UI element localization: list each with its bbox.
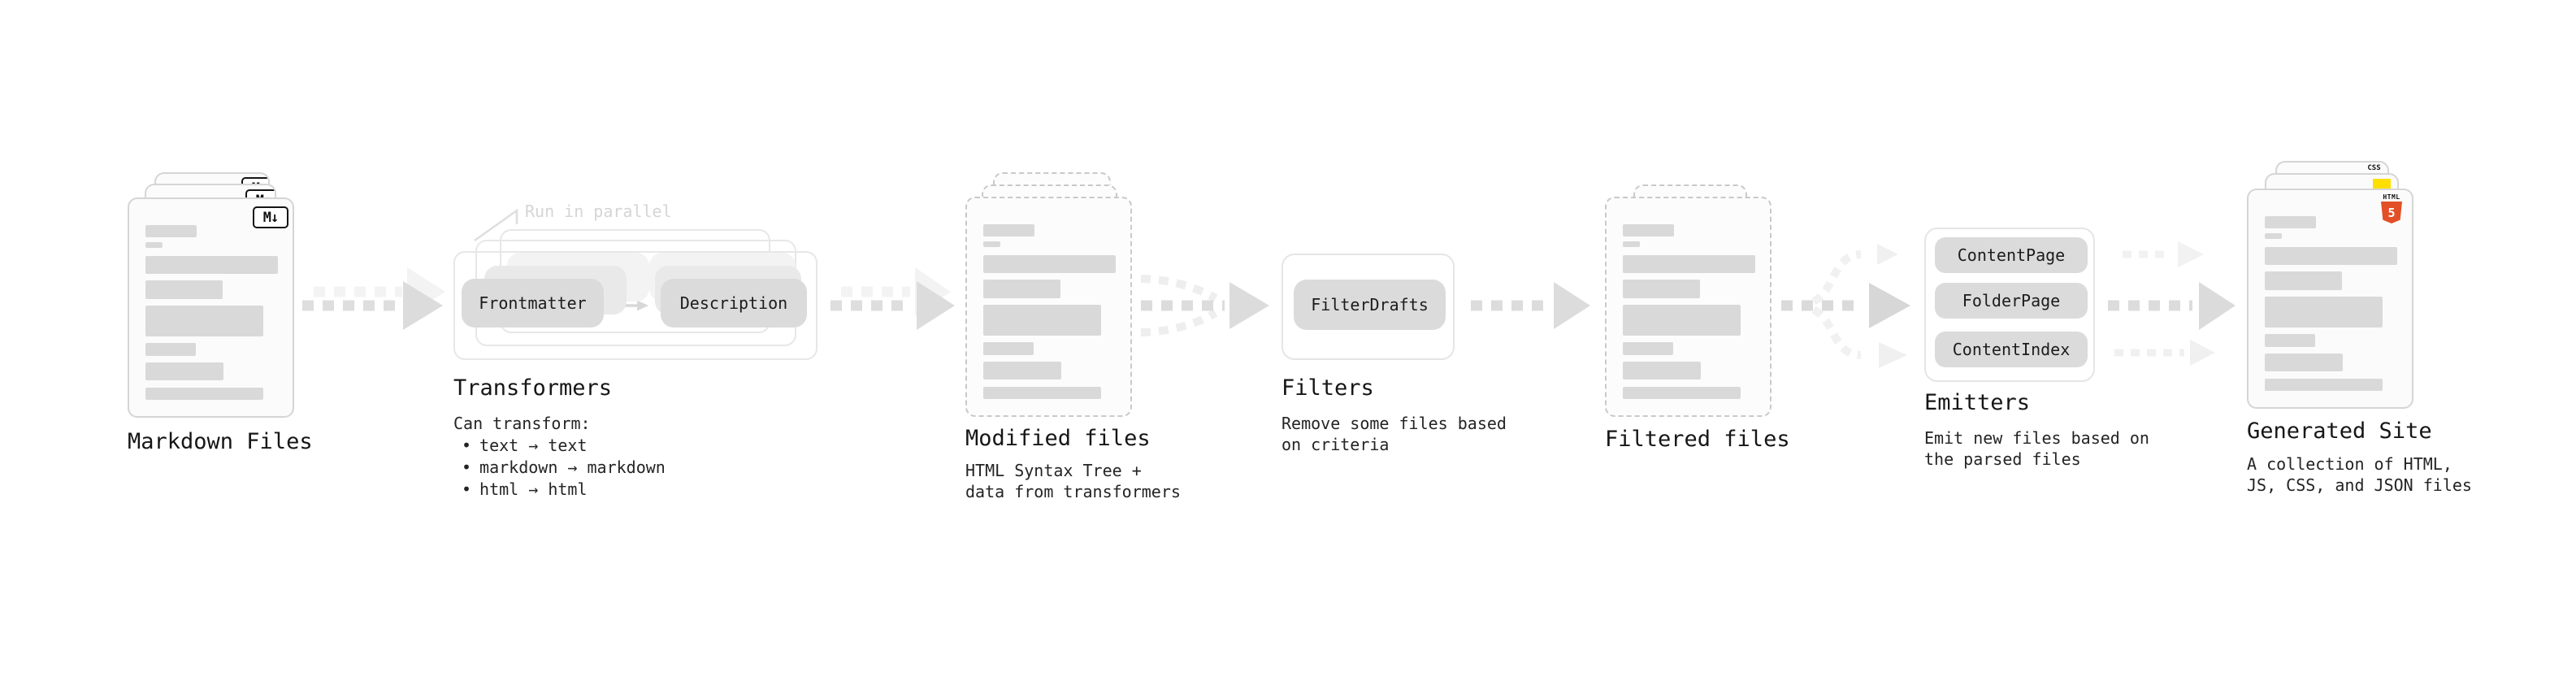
text-placeholder-bar (2265, 216, 2316, 228)
modified-files-description: HTML Syntax Tree + data from transformer… (965, 461, 1181, 501)
node-content-index: ContentIndex (1935, 332, 2088, 367)
node-filter-drafts: FilterDrafts (1294, 280, 1446, 330)
text-placeholder-bar (1623, 280, 1700, 298)
emitters-box: ContentPage FolderPage ContentIndex (1924, 228, 2095, 382)
text-placeholder-bar (983, 280, 1060, 298)
text-placeholder-bar (1623, 342, 1673, 355)
text-placeholder-bar (145, 306, 263, 336)
markdown-file-front: M↓ (128, 197, 294, 418)
text-placeholder-bar (2265, 233, 2282, 239)
transformers-layer-box-front (453, 251, 817, 360)
site-file-html: HTML 5 (2247, 189, 2413, 409)
text-placeholder-bar (1623, 224, 1674, 236)
transformers-desc-item: •markdown → markdown (462, 458, 666, 477)
text-placeholder-bar (2265, 334, 2315, 347)
text-placeholder-bar (983, 342, 1034, 355)
bullet-glyph: • (462, 436, 472, 455)
node-description: Description (661, 279, 807, 327)
transformers-title: Transformers (453, 375, 613, 401)
text-placeholder-bar (1623, 305, 1741, 336)
text-placeholder-bar (145, 343, 196, 356)
text-placeholder-bar (1623, 362, 1701, 380)
modified-file-front (965, 197, 1132, 417)
text-placeholder-bar (983, 387, 1101, 399)
html5-icon: HTML 5 (2381, 193, 2402, 223)
text-placeholder-bar (1623, 387, 1741, 399)
text-placeholder-bar (145, 362, 223, 380)
bullet-glyph: • (462, 479, 472, 499)
text-placeholder-bar (1623, 255, 1755, 273)
transformers-description: Can transform: •text → text •markdown → … (453, 413, 666, 501)
node-content-page: ContentPage (1935, 237, 2088, 273)
text-placeholder-bar (2265, 297, 2383, 327)
filters-box: FilterDrafts (1281, 254, 1455, 360)
transformers-desc-heading: Can transform: (453, 414, 591, 433)
text-placeholder-bar (983, 241, 1000, 247)
javascript-icon (2373, 179, 2391, 189)
text-placeholder-bar (2265, 379, 2383, 391)
text-placeholder-bar (145, 280, 223, 299)
transformers-desc-item: •html → html (462, 479, 588, 499)
markdown-files-title: Markdown Files (128, 429, 313, 454)
node-folder-page: FolderPage (1935, 283, 2088, 319)
emitters-description: Emit new files based on the parsed files (1924, 428, 2149, 469)
text-placeholder-bar (145, 225, 197, 237)
run-in-parallel-note: Run in parallel (525, 202, 672, 221)
bullet-glyph: • (462, 458, 472, 477)
text-placeholder-bar (145, 388, 263, 400)
text-placeholder-bar (1623, 241, 1640, 247)
emitters-title: Emitters (1924, 390, 2031, 415)
text-placeholder-bar (2265, 354, 2343, 371)
filtered-file-front (1605, 197, 1772, 417)
generated-site-description: A collection of HTML, JS, CSS, and JSON … (2247, 454, 2472, 495)
modified-files-title: Modified files (965, 426, 1151, 451)
text-placeholder-bar (983, 224, 1034, 236)
markdown-icon: M↓ (253, 206, 288, 228)
filters-description: Remove some files based on criteria (1281, 414, 1507, 454)
transformers-desc-item: •text → text (462, 436, 588, 455)
filters-title: Filters (1281, 375, 1374, 401)
arrow-transformers-to-modified (830, 267, 955, 330)
arrow-markdown-to-transformers (302, 267, 445, 330)
text-placeholder-bar (2265, 271, 2342, 290)
node-frontmatter: Frontmatter (462, 279, 604, 327)
arrow-filtered-to-emitters-branch (1781, 244, 1910, 368)
text-placeholder-bar (983, 362, 1061, 380)
text-placeholder-bar (983, 305, 1101, 336)
arrow-filters-to-filtered (1471, 282, 1590, 329)
text-placeholder-bar (983, 255, 1116, 273)
filtered-files-title: Filtered files (1605, 427, 1790, 452)
text-placeholder-bar (2265, 247, 2397, 265)
text-placeholder-bar (145, 256, 278, 274)
generated-site-title: Generated Site (2247, 419, 2432, 444)
arrow-emitters-to-site (2108, 241, 2236, 366)
arrow-modified-to-filters-merge (1140, 275, 1269, 336)
text-placeholder-bar (145, 242, 163, 248)
